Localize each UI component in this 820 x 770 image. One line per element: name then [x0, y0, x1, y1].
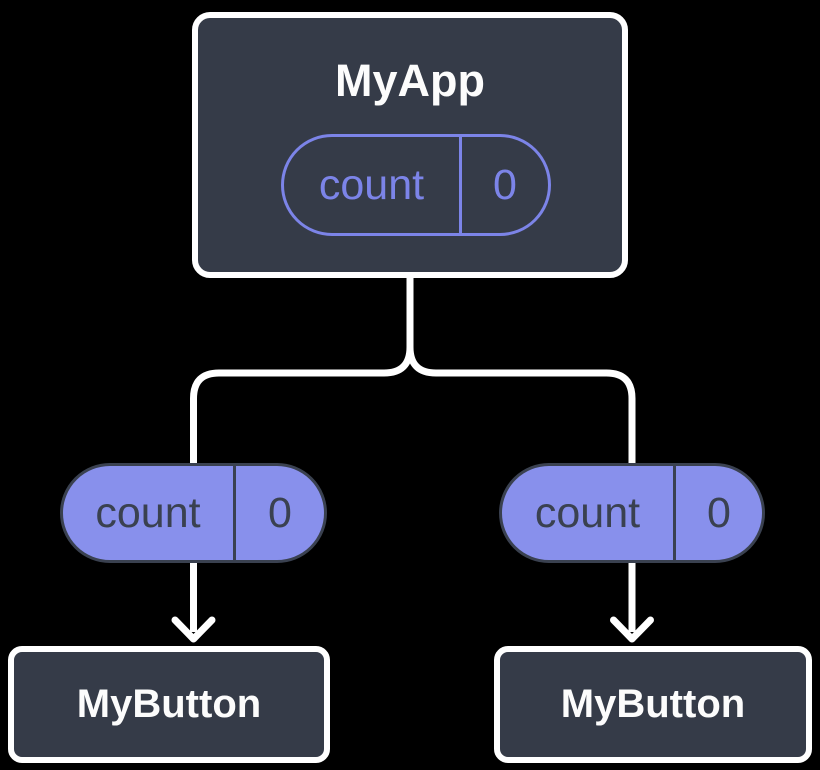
state-pill-myapp: count 0 [281, 134, 551, 236]
node-mybutton-left-title: MyButton [76, 682, 262, 726]
connector-root-to-right-child [406, 278, 636, 463]
node-mybutton-right: MyButton [494, 646, 812, 763]
node-mybutton-right-title: MyButton [560, 682, 746, 726]
left-arrow-down-icon [171, 616, 216, 643]
prop-pill-right: count 0 [499, 463, 765, 563]
node-mybutton-left: MyButton [8, 646, 330, 763]
prop-value-label: 0 [268, 488, 292, 537]
state-value-label: 0 [493, 160, 517, 209]
right-arrow-down-icon [610, 616, 654, 643]
node-myapp: MyApp count 0 [192, 12, 628, 278]
connector-root-to-left-child [190, 278, 414, 463]
state-name-label: count [284, 137, 462, 233]
prop-pill-left: count 0 [60, 463, 327, 563]
prop-name-label: count [63, 466, 236, 560]
node-myapp-title: MyApp [335, 55, 485, 106]
prop-value-label: 0 [707, 488, 731, 537]
prop-name-label: count [502, 466, 676, 560]
